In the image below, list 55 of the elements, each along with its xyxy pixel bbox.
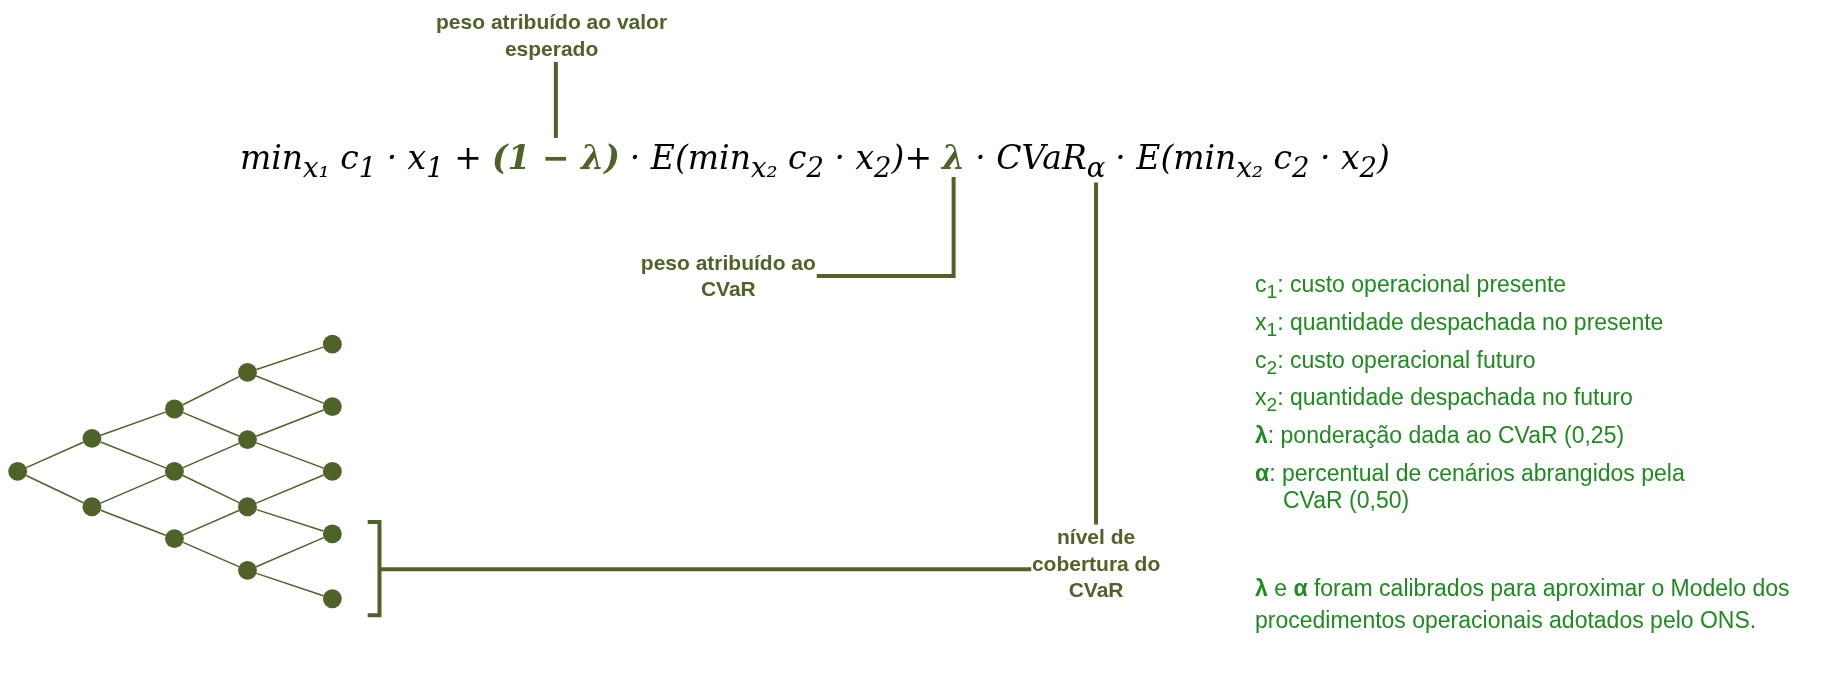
tree-edge — [99, 474, 167, 504]
note-text: λ e α foram calibrados para aproximar o Modelo dos procedimentos operacionais adotados pelo ONS. — [1255, 573, 1791, 635]
formula-weight: (1 − λ) — [491, 138, 620, 177]
leader-line — [816, 177, 956, 279]
tree-edge — [100, 509, 167, 536]
tree-node — [82, 429, 102, 448]
formula-term: · E(min$_{x₂}$ c$_{2}$ · x$_{2}$) — [1115, 138, 1390, 183]
tree-node — [238, 363, 257, 382]
tree-edge — [182, 442, 240, 469]
tree-edge — [255, 346, 325, 371]
leader-line — [553, 61, 558, 138]
tree-node — [165, 462, 184, 481]
tree-node — [322, 397, 342, 417]
tree-edge — [100, 411, 167, 436]
tree-edge — [25, 474, 85, 504]
annotation-text: nível de cobertura do CVaR — [1031, 524, 1161, 604]
annotation-text: peso atribuído ao valor esperado — [424, 9, 679, 62]
tree-node — [238, 561, 257, 580]
tree-edge — [255, 409, 325, 437]
definition-text: x$_{2}$: quantidade despachada no futuro — [1255, 384, 1634, 416]
tree-edge — [182, 411, 240, 437]
tree-edge — [255, 536, 325, 568]
tree-node — [8, 462, 28, 481]
annotation-text: peso atribuído ao CVaR — [639, 249, 817, 303]
tree-node — [165, 399, 184, 419]
tree-node — [322, 524, 342, 544]
definition-text: c$_{2}$: custo operacional futuro — [1255, 346, 1537, 379]
tree-edge — [255, 442, 325, 469]
tree-edge — [182, 375, 240, 406]
tree-edge — [255, 572, 325, 597]
definition-text: α: percentual de cenários abrangidos pela CVaR (0,50) — [1255, 459, 1686, 514]
definition-text: λ: ponderação dada ao CVaR (0,25) — [1255, 421, 1626, 449]
tree-node — [165, 529, 184, 549]
tree-edge — [25, 441, 85, 469]
tree-node — [322, 589, 342, 609]
tree-node — [322, 334, 342, 354]
definition-text: x$_{1}$: quantidade despachada no presente — [1255, 308, 1665, 341]
tree-node — [238, 430, 257, 450]
leader-line — [379, 567, 1032, 572]
tree-edge — [182, 474, 240, 504]
tree-edge — [99, 441, 167, 469]
leader-line — [1094, 182, 1099, 525]
formula-term: · E(min$_{x₂}$ c$_{2}$ · x$_{2}$)+ — [629, 138, 933, 183]
definition-text: c$_{1}$: custo operacional presente — [1255, 271, 1568, 303]
tree-edge — [182, 541, 240, 568]
formula-term: min$_{x₁}$ c$_{1}$ · x$_{1}$ + — [240, 138, 482, 183]
formula-term: · CVaR$_{α}$ — [975, 138, 1106, 183]
tree-edge — [255, 375, 325, 404]
tree-edge — [255, 474, 325, 504]
tree-edge — [255, 508, 325, 532]
tree-node — [82, 497, 102, 517]
tree-node — [322, 462, 342, 481]
formula-weight: λ — [942, 138, 966, 177]
tree-edge — [182, 509, 240, 536]
tree-node — [238, 497, 257, 517]
